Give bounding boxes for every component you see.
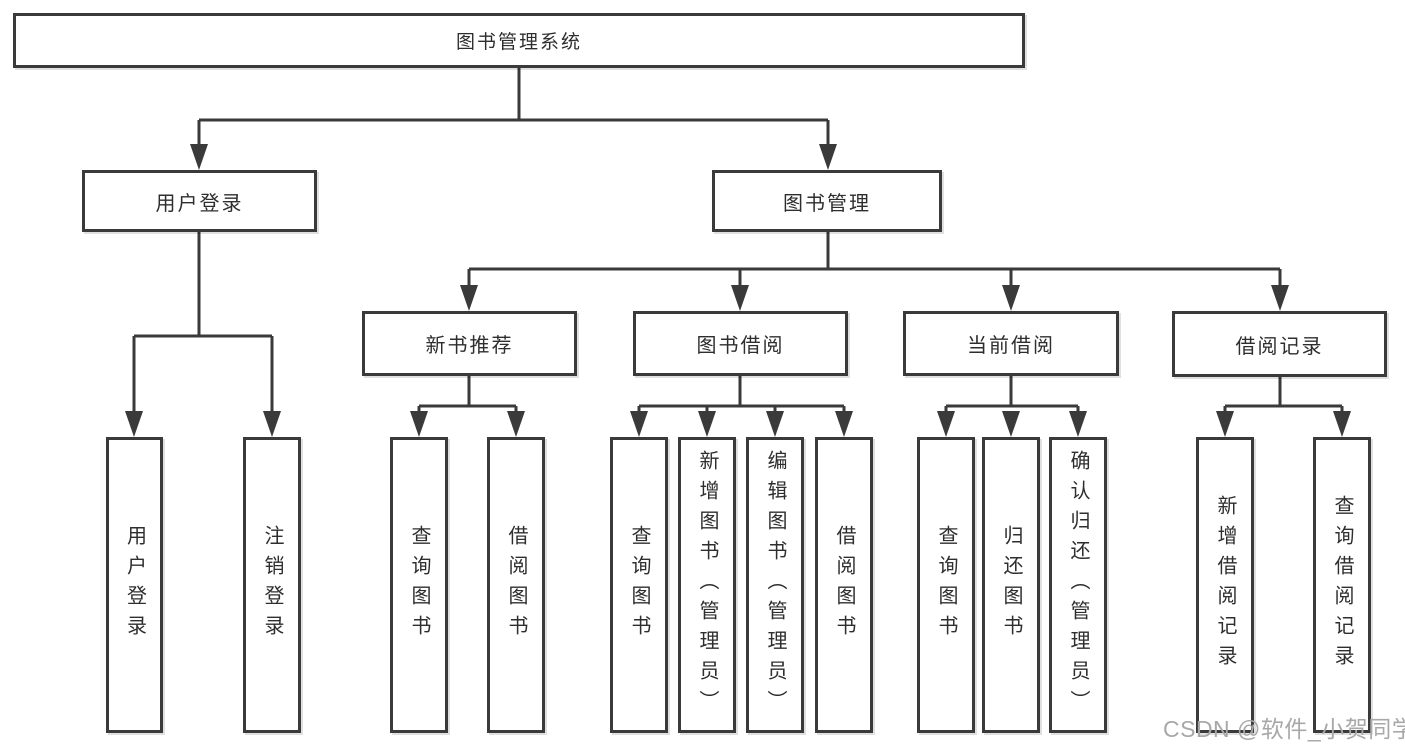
arrowhead-down-icon (630, 411, 648, 437)
node-label: 查询图书 (408, 525, 430, 645)
node-label: 注销登录 (261, 525, 283, 645)
leaf-user-login: 用户登录 (106, 437, 163, 733)
node-book-borrowing: 图书借阅 (633, 311, 848, 376)
arrowhead-down-icon (1216, 411, 1234, 437)
node-label: 确认归还（管理员） (1067, 450, 1089, 720)
connector-root-to-level2 (190, 68, 837, 170)
arrowhead-down-icon (1271, 285, 1289, 311)
leaf-borrow-books-2: 借阅图书 (815, 437, 873, 733)
leaf-add-borrow-record: 新增借阅记录 (1196, 437, 1254, 733)
arrowhead-down-icon (819, 144, 837, 170)
leaf-query-books-1: 查询图书 (390, 437, 448, 733)
leaf-edit-books-admin: 编辑图书（管理员） (746, 437, 804, 733)
arrowhead-down-icon (835, 411, 853, 437)
node-label: 用户登录 (155, 192, 244, 215)
leaf-borrow-books-1: 借阅图书 (487, 437, 545, 733)
leaf-query-books-2: 查询图书 (610, 437, 668, 733)
arrowhead-down-icon (766, 411, 784, 437)
node-library-system: 图书管理系统 (13, 13, 1025, 68)
node-current-borrowing: 当前借阅 (903, 311, 1119, 376)
leaf-logout: 注销登录 (243, 437, 301, 733)
node-label: 借阅图书 (833, 525, 855, 645)
node-label: 用户登录 (123, 525, 146, 645)
node-label: 新增图书（管理员） (696, 450, 718, 720)
node-label: 图书管理系统 (455, 32, 582, 53)
connector-mgmt-to-level3 (460, 232, 1289, 311)
node-label: 借阅图书 (505, 525, 527, 645)
node-label: 新书推荐 (425, 335, 514, 357)
arrowhead-down-icon (460, 285, 478, 311)
node-label: 查询图书 (935, 525, 957, 645)
connector-borrow-to-leaves (630, 376, 853, 437)
node-label: 查询借阅记录 (1331, 495, 1353, 675)
arrowhead-down-icon (1333, 411, 1351, 437)
arrowhead-down-icon (731, 285, 749, 311)
arrowhead-down-icon (507, 411, 525, 437)
leaf-query-borrow-record: 查询借阅记录 (1313, 437, 1371, 733)
node-label: 图书管理 (783, 192, 871, 215)
node-label: 当前借阅 (967, 335, 1055, 357)
leaf-return-books: 归还图书 (982, 437, 1040, 733)
node-label: 查询图书 (628, 525, 650, 645)
node-label: 编辑图书（管理员） (764, 450, 786, 720)
connector-newbook-to-leaves (410, 376, 525, 437)
arrowhead-down-icon (263, 411, 281, 437)
arrowhead-down-icon (1002, 285, 1020, 311)
node-label: 归还图书 (1000, 525, 1022, 645)
leaf-confirm-return-admin: 确认归还（管理员） (1049, 437, 1107, 733)
leaf-query-books-3: 查询图书 (917, 437, 975, 733)
connector-current-to-leaves (937, 376, 1087, 437)
leaf-add-books-admin: 新增图书（管理员） (678, 437, 736, 733)
arrowhead-down-icon (698, 411, 716, 437)
arrowhead-down-icon (1002, 411, 1020, 437)
node-book-management: 图书管理 (712, 170, 942, 232)
node-user-login: 用户登录 (82, 170, 317, 232)
node-borrowing-records: 借阅记录 (1172, 311, 1387, 377)
node-label: 借阅记录 (1235, 335, 1324, 358)
csdn-watermark: CSDN @软件_小贺同学 (1163, 716, 1405, 742)
connector-records-to-leaves (1216, 377, 1351, 437)
arrowhead-down-icon (190, 144, 208, 170)
node-new-book-recommend: 新书推荐 (362, 311, 577, 376)
arrowhead-down-icon (410, 411, 428, 437)
arrowhead-down-icon (1069, 411, 1087, 437)
node-label: 图书借阅 (696, 335, 785, 357)
arrowhead-down-icon (937, 411, 955, 437)
node-label: 新增借阅记录 (1214, 495, 1236, 675)
arrowhead-down-icon (125, 411, 143, 437)
connector-login-to-leaves (125, 232, 281, 437)
